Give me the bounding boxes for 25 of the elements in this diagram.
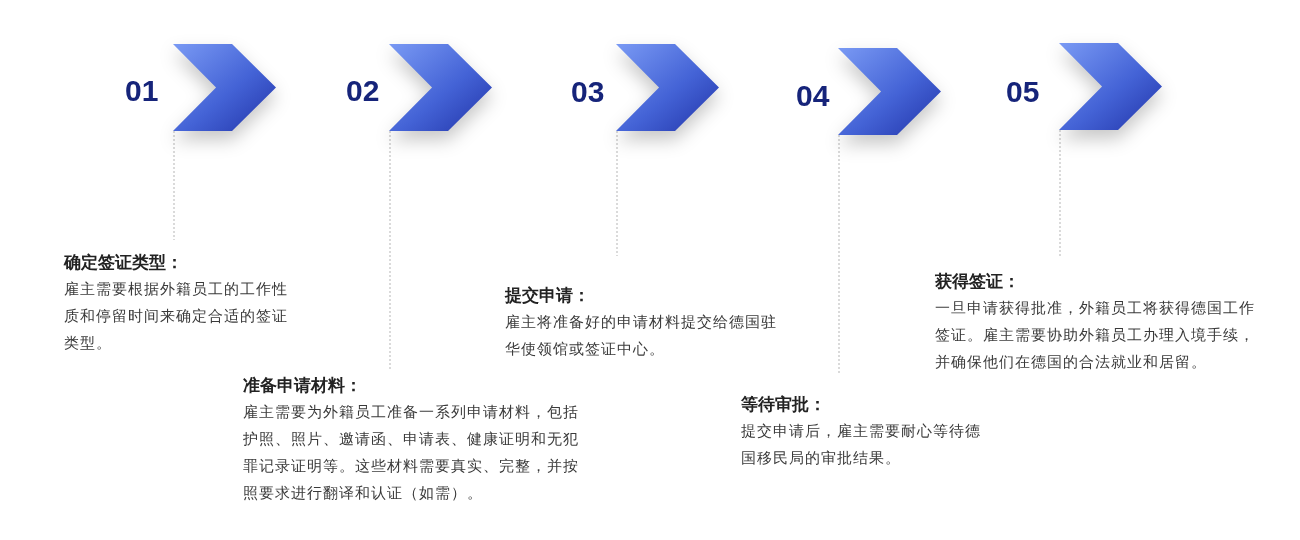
step-description: 雇主需要为外籍员工准备一系列申请材料，包括护照、照片、邀请函、申请表、健康证明和无犯罪记录证明等。这些材料需要真实、完整，并按照要求进行翻译和认证（如需）。 bbox=[243, 401, 580, 504]
step-description: 雇主需要根据外籍员工的工作性质和停留时间来确定合适的签证类型。 bbox=[64, 278, 289, 354]
step-heading: 获得签证： bbox=[935, 269, 1020, 293]
step-chevron bbox=[173, 44, 276, 131]
leader-line bbox=[389, 130, 391, 371]
step-description: 雇主将准备好的申请材料提交给德国驻华使领馆或签证中心。 bbox=[505, 311, 778, 360]
step-heading: 确定签证类型： bbox=[64, 250, 183, 274]
leader-line bbox=[616, 130, 618, 257]
step-chevron bbox=[1059, 43, 1162, 130]
step-number: 01 bbox=[125, 76, 159, 107]
step-number: 03 bbox=[571, 77, 605, 108]
step-number: 04 bbox=[796, 81, 830, 112]
step-heading: 准备申请材料： bbox=[243, 373, 362, 397]
step-chevron bbox=[616, 44, 719, 131]
leader-line bbox=[1059, 129, 1061, 259]
step-number: 05 bbox=[1006, 77, 1040, 108]
step-number: 02 bbox=[346, 76, 380, 107]
step-chevron bbox=[389, 44, 492, 131]
step-chevron bbox=[838, 48, 941, 135]
step-description: 提交申请后，雇主需要耐心等待德国移民局的审批结果。 bbox=[741, 420, 982, 469]
step-description: 一旦申请获得批准，外籍员工将获得德国工作签证。雇主需要协助外籍员工办理入境手续，并确保他们在德国的合法就业和居留。 bbox=[935, 297, 1256, 373]
leader-line bbox=[838, 134, 840, 376]
step-heading: 提交申请： bbox=[505, 283, 590, 307]
step-heading: 等待审批： bbox=[741, 392, 826, 416]
leader-line bbox=[173, 130, 175, 241]
